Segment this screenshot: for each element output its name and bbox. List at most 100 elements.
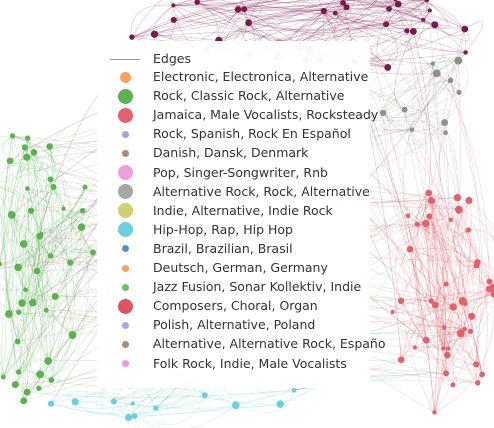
graph-edge	[128, 390, 295, 418]
graph-edge	[173, 5, 245, 24]
legend-label: Edges	[153, 51, 191, 66]
graph-node	[18, 299, 26, 307]
graph-edge	[32, 262, 71, 303]
graph-edge	[27, 138, 73, 336]
graph-edge	[218, 0, 427, 41]
graph-edge	[248, 0, 428, 33]
graph-edge	[461, 301, 478, 384]
graph-edge	[0, 211, 7, 378]
graph-node	[393, 0, 398, 2]
graph-edge	[113, 395, 205, 409]
graph-node	[404, 28, 410, 34]
graph-edge	[425, 223, 462, 334]
graph-node	[71, 398, 79, 406]
legend-label: Composers, Choral, Organ	[153, 298, 318, 314]
graph-edge	[429, 200, 479, 383]
graph-edge	[18, 226, 82, 313]
graph-edge	[173, 0, 344, 11]
graph-node	[449, 303, 457, 311]
graph-node	[340, 0, 346, 6]
graph-edge	[27, 188, 94, 253]
legend-item: Brazil, Brazilian, Brasil	[97, 240, 293, 258]
graph-node	[383, 21, 390, 28]
legend-dot-icon	[117, 203, 133, 219]
graph-edge	[23, 210, 38, 245]
graph-edge	[8, 262, 71, 315]
graph-edge	[380, 112, 413, 132]
graph-edge	[429, 216, 465, 330]
graph-edge	[8, 160, 24, 245]
graph-node	[427, 8, 432, 13]
graph-edge	[432, 63, 446, 133]
graph-edge	[0, 289, 26, 291]
graph-node	[201, 392, 208, 399]
graph-edge	[392, 229, 469, 313]
graph-edge	[385, 0, 427, 25]
graph-node	[490, 290, 494, 298]
graph-node	[36, 232, 44, 240]
graph-edge	[388, 0, 424, 20]
graph-edge	[9, 152, 35, 401]
graph-edge	[131, 0, 338, 38]
graph-node	[468, 312, 476, 320]
graph-node	[124, 413, 133, 422]
graph-node	[7, 210, 16, 219]
graph-edge	[244, 0, 424, 21]
graph-edge	[429, 216, 450, 413]
graph-edge	[441, 355, 483, 386]
graph-node	[16, 309, 22, 315]
graph-edge	[400, 300, 435, 413]
graph-node	[23, 153, 31, 161]
graph-edge	[237, 9, 408, 37]
graph-edge	[4, 135, 13, 315]
graph-edge	[475, 281, 490, 365]
graph-node	[171, 3, 176, 8]
graph-node	[412, 345, 417, 350]
legend-item: Alternative, Alternative Rock, Españo	[97, 335, 385, 353]
graph-edge	[3, 334, 73, 378]
graph-node	[27, 207, 35, 214]
graph-node	[431, 21, 439, 29]
graph-edge	[23, 243, 73, 336]
graph-edge	[18, 243, 56, 297]
graph-edge	[0, 186, 30, 245]
graph-edge	[382, 60, 459, 114]
graph-edge	[416, 219, 451, 241]
graph-edge	[411, 80, 451, 130]
graph-edge	[426, 0, 445, 328]
graph-node	[465, 196, 473, 205]
legend-label: Indie, Alternative, Indie Rock	[153, 202, 333, 218]
graph-node	[486, 278, 493, 285]
graph-node	[82, 184, 88, 190]
graph-edge	[385, 24, 398, 68]
legend-dot-icon	[121, 149, 129, 157]
graph-edge	[8, 239, 24, 245]
graph-edge	[50, 390, 133, 404]
graph-node	[170, 16, 177, 23]
graph-node	[23, 287, 28, 292]
graph-edge	[235, 390, 295, 413]
graph-edge	[425, 304, 454, 312]
graph-edge	[2, 236, 41, 378]
graph-node	[384, 63, 392, 71]
graph-node	[241, 6, 248, 13]
graph-edge	[429, 216, 490, 282]
graph-edge	[131, 0, 427, 38]
graph-edge	[425, 223, 477, 365]
graph-node	[30, 148, 38, 156]
graph-edge	[17, 187, 86, 268]
graph-node	[448, 217, 453, 222]
graph-edge	[394, 31, 414, 110]
graph-edge	[443, 327, 454, 385]
graph-edge	[248, 12, 408, 32]
graph-edge	[428, 192, 471, 332]
graph-edge	[27, 188, 47, 311]
graph-edge	[8, 313, 31, 373]
graph-edge	[41, 208, 64, 243]
graph-edge	[173, 4, 414, 32]
graph-edge	[18, 252, 94, 313]
graph-edge	[96, 384, 114, 406]
graph-edge	[0, 187, 86, 266]
graph-edge	[382, 112, 478, 263]
graph-edge	[131, 0, 253, 38]
